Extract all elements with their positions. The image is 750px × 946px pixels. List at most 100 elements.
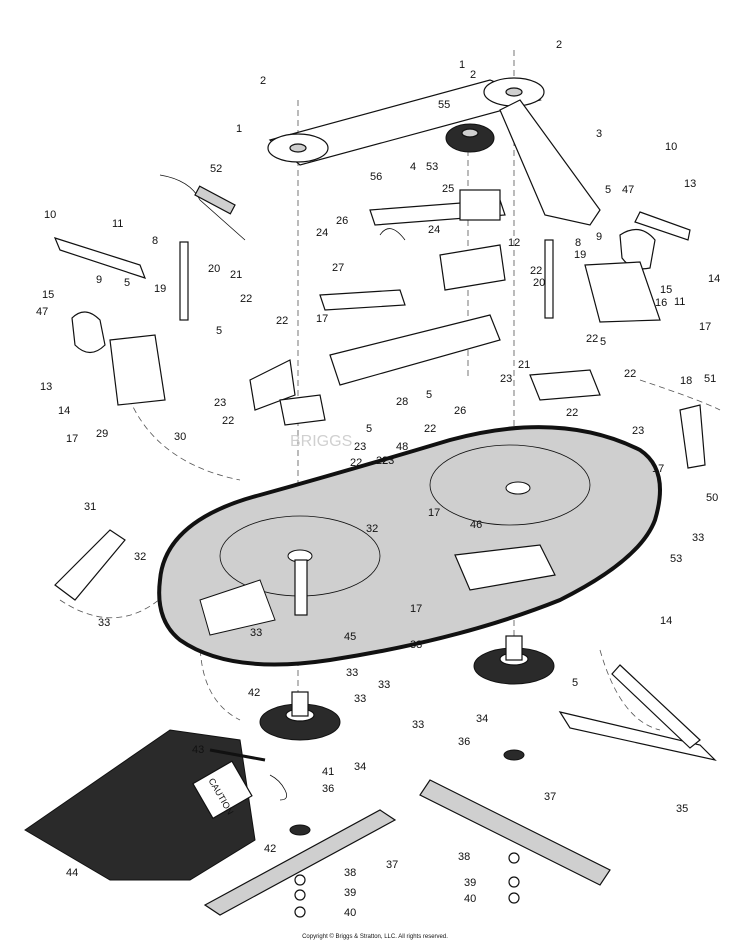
callout-5: 5 [124,277,130,289]
baffle-31 [54,529,126,601]
callout-14: 14 [58,405,70,417]
callout-33: 33 [346,667,358,679]
callout-22: 22 [566,407,578,419]
callout-46: 46 [470,519,482,531]
spindle-34-right-shaft [505,635,523,661]
callout-29: 29 [96,428,108,440]
arm-11-left [53,237,147,279]
callout-34: 34 [476,713,488,725]
callout-10: 10 [44,209,56,221]
callout-40: 40 [344,907,356,919]
callout-21: 21 [230,269,242,281]
baffle-23-right [529,369,601,401]
callout-43: 43 [192,744,204,756]
callout-22: 22 [376,455,388,467]
callout-26: 26 [336,215,348,227]
callout-1: 1 [459,59,465,71]
callout-17: 17 [66,433,78,445]
callout-22: 22 [586,333,598,345]
idler-bracket [459,189,501,221]
callout-11: 11 [674,296,685,308]
idler-arm-group [369,189,506,241]
callout-23: 23 [214,397,226,409]
callout-14: 14 [660,615,672,627]
callout-53: 53 [670,553,682,565]
right-spindle-housing [429,444,591,526]
callout-15: 15 [42,289,54,301]
bracket-50 [679,404,706,469]
baffle-23-left [249,359,296,411]
callout-35: 35 [676,803,688,815]
callout-33: 33 [412,719,424,731]
callout-51: 51 [704,373,716,385]
callout-17: 17 [410,603,422,615]
callout-9: 9 [596,231,602,243]
callout-36: 36 [322,783,334,795]
callout-12: 12 [508,237,520,249]
callout-33: 33 [410,639,422,651]
callout-42: 42 [264,843,276,855]
callout-41: 41 [322,766,334,778]
discharge-chute: CAUTION [24,729,288,881]
right-pulley-hub [505,87,523,97]
deck-rim [157,425,662,667]
callout-39: 39 [344,887,356,899]
blades [203,749,611,918]
callout-36: 36 [458,736,470,748]
callout-34: 34 [354,761,366,773]
washer-39-left [294,889,306,901]
callout-13: 13 [40,381,52,393]
callout-52: 52 [210,163,222,175]
callout-labels: 1 1 2 2 2 3 4 5 5 5 5 5 5 5 8 8 9 9 10 1… [36,39,720,919]
bracket-27 [319,289,406,311]
callout-2: 2 [260,75,266,87]
callout-22: 22 [624,368,636,380]
callout-5: 5 [605,184,611,196]
callout-38: 38 [344,867,356,879]
callout-53: 53 [426,161,438,173]
callout-56: 56 [370,171,382,183]
callout-19: 19 [574,249,586,261]
arm-11-right [634,211,691,241]
callout-47: 47 [36,306,48,318]
upper-hardware [53,211,706,469]
discharge-opening [199,579,276,636]
callout-5: 5 [366,423,372,435]
callout-17: 17 [428,507,440,519]
callout-22: 22 [424,423,436,435]
bracket-28 [329,314,501,386]
idler-pulley [445,123,495,153]
spring-26 [379,228,406,241]
left-pulley-hub [289,143,307,153]
spring-coil [194,185,236,215]
callout-45: 45 [344,631,356,643]
callout-5: 5 [600,336,606,348]
callout-17: 17 [652,463,664,475]
callout-37: 37 [386,859,398,871]
callout-15: 15 [660,284,672,296]
spindles [259,635,555,741]
callout-1: 1 [236,123,242,135]
callout-25: 25 [442,183,454,195]
callout-33: 33 [692,532,704,544]
callout-40: 40 [464,893,476,905]
callout-33: 33 [250,627,262,639]
callout-2: 2 [470,69,476,81]
callout-39: 39 [464,877,476,889]
callout-14: 14 [708,273,720,285]
link-8-left [179,241,189,321]
callout-19: 19 [154,283,166,295]
callout-8: 8 [575,237,581,249]
baffle-guide [59,589,171,619]
callout-23: 23 [500,373,512,385]
spindle-34-left-shaft [291,691,309,717]
callout-21: 21 [518,359,530,371]
callout-48: 48 [396,441,408,453]
callout-2: 2 [556,39,562,51]
washer-38-left [294,874,306,886]
callout-22: 22 [276,315,288,327]
callout-26: 26 [454,405,466,417]
callout-27: 27 [332,262,344,274]
callout-18: 18 [680,375,692,387]
